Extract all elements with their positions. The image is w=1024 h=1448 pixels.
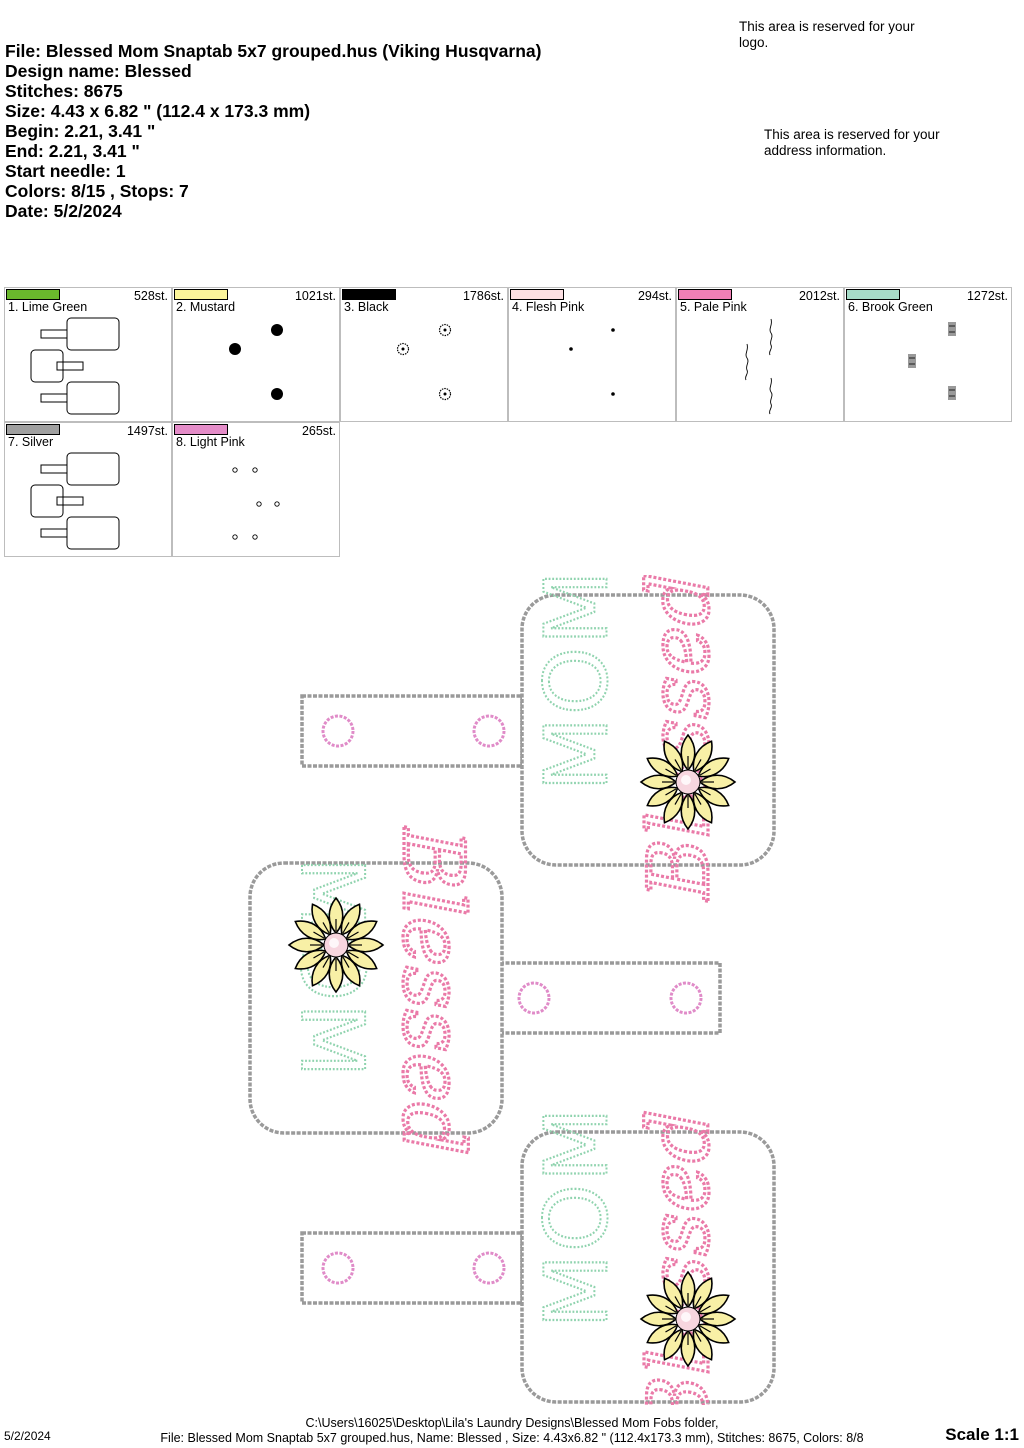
color-name: 7. Silver <box>8 435 54 449</box>
color-cell: 1021st. 2. Mustard <box>172 287 340 422</box>
info-end: End: 2.21, 3.41 " <box>5 141 140 161</box>
info-stitches: Stitches: 8675 <box>5 81 123 101</box>
blessed-script-text: Blessed <box>384 826 482 1156</box>
color-cell: 1786st. 3. Black <box>340 287 508 422</box>
color-cell: 1497st. 7. Silver <box>4 422 172 557</box>
footer-path-line: C:\Users\16025\Desktop\Lila's Laundry De… <box>305 1416 719 1430</box>
snap-ring <box>472 714 506 748</box>
color-name: 6. Brook Green <box>848 300 933 314</box>
color-name: 3. Black <box>344 300 389 314</box>
color-stitch-count: 1272st. <box>966 289 1008 303</box>
footer-summary-line: File: Blessed Mom Snaptab 5x7 grouped.hu… <box>160 1430 864 1445</box>
snaptab-strap <box>300 1231 524 1305</box>
color-swatch <box>510 289 564 300</box>
color-stitch-count: 1497st. <box>126 424 168 438</box>
footer-scale: Scale 1:1 <box>945 1425 1019 1444</box>
color-name: 1. Lime Green <box>8 300 88 314</box>
color-stitch-count: 265st. <box>301 424 336 438</box>
snaptab-strap <box>300 694 524 768</box>
color-stitch-count: 1021st. <box>294 289 336 303</box>
color-swatch <box>678 289 732 300</box>
color-thumbnail <box>30 452 120 550</box>
mom-text: MOM <box>526 1105 627 1328</box>
info-start-needle: Start needle: 1 <box>5 161 126 181</box>
color-swatch <box>846 289 900 300</box>
color-swatch <box>174 289 228 300</box>
color-stitch-count: 2012st. <box>798 289 840 303</box>
color-name: 4. Flesh Pink <box>512 300 585 314</box>
color-stitch-count: 294st. <box>637 289 672 303</box>
snaptab-strap <box>498 961 722 1035</box>
blessed-script-text: Blessed <box>630 1109 728 1405</box>
footer-date: 5/2/2024 <box>4 1429 51 1443</box>
color-chart: 528st. 1. Lime Green 1021st. 2. Mustard 1786… <box>4 287 1014 559</box>
info-date: Date: 5/2/2024 <box>5 201 122 221</box>
snap-ring <box>669 981 703 1015</box>
color-thumbnail <box>569 328 615 396</box>
blessed-script-text: Blessed <box>630 575 728 902</box>
color-swatch <box>174 424 228 435</box>
color-cell: 528st. 1. Lime Green <box>4 287 172 422</box>
color-swatch <box>6 424 60 435</box>
color-cell: 1272st. 6. Brook Green <box>844 287 1012 422</box>
color-cell: 265st. 8. Light Pink <box>172 422 340 557</box>
logo-reserved-note: This area is reserved for your logo. <box>739 19 915 50</box>
color-thumbnail <box>745 318 773 415</box>
color-thumbnail <box>30 317 120 415</box>
color-name: 2. Mustard <box>176 300 236 314</box>
color-thumbnail <box>232 467 280 540</box>
mom-text: MOM <box>526 575 627 792</box>
snap-ring <box>517 981 551 1015</box>
address-reserved-note: This area is reserved for your address i… <box>764 127 940 158</box>
info-colors: Colors: 8/15 , Stops: 7 <box>5 181 189 201</box>
color-thumbnail <box>229 324 283 400</box>
snap-ring <box>321 714 355 748</box>
info-file: File: Blessed Mom Snaptab 5x7 grouped.hu… <box>5 41 542 61</box>
color-thumbnail <box>396 323 452 401</box>
color-swatch <box>6 289 60 300</box>
design-info: File: Blessed Mom Snaptab 5x7 grouped.hu… <box>5 41 541 221</box>
color-stitch-count: 1786st. <box>462 289 504 303</box>
snap-ring <box>321 1251 355 1285</box>
info-design-name: Design name: Blessed <box>5 61 192 81</box>
info-begin: Begin: 2.21, 3.41 " <box>5 121 156 141</box>
color-cell: 2012st. 5. Pale Pink <box>676 287 844 422</box>
color-cell: 294st. 4. Flesh Pink <box>508 287 676 422</box>
design-preview: BlessedMOMBlessedMOMBlessedMOM <box>248 575 776 1405</box>
snap-ring <box>472 1251 506 1285</box>
color-thumbnail <box>908 322 956 400</box>
color-swatch <box>342 289 396 300</box>
color-name: 5. Pale Pink <box>680 300 747 314</box>
footer-file-summary: C:\Users\16025\Desktop\Lila's Laundry De… <box>0 1416 1024 1445</box>
color-stitch-count: 528st. <box>133 289 168 303</box>
color-name: 8. Light Pink <box>176 435 245 449</box>
info-size: Size: 4.43 x 6.82 " (112.4 x 173.3 mm) <box>5 101 311 121</box>
